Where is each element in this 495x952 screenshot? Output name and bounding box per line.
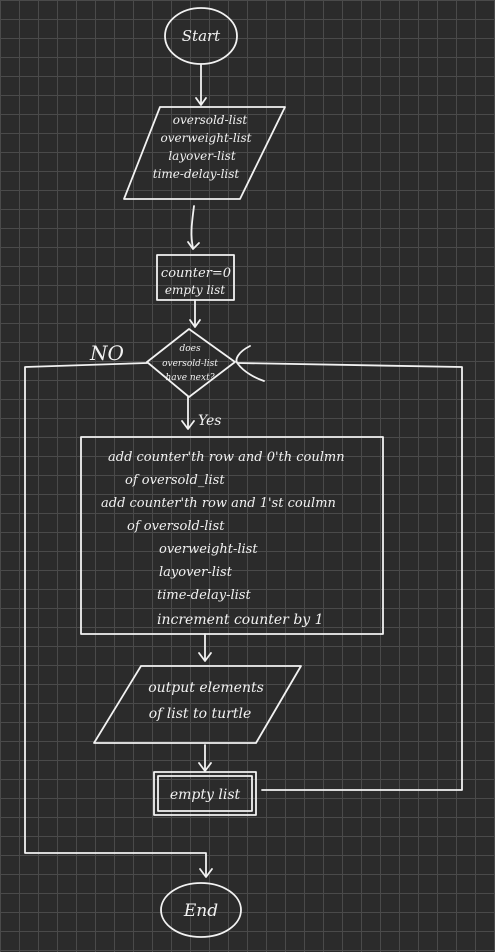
arrow-init-to-decision xyxy=(189,299,201,328)
start-label: Start xyxy=(182,27,221,45)
output-node: output elements of list to turtle xyxy=(93,665,302,744)
input-list-item: overweight-list xyxy=(161,131,252,145)
process-line: layover-list xyxy=(159,565,233,580)
process-line: of oversold_list xyxy=(125,473,225,488)
yes-label: Yes xyxy=(198,413,222,429)
decision-line: have next? xyxy=(165,373,214,383)
decision-line: does xyxy=(179,344,201,354)
start-node: Start xyxy=(164,7,238,65)
process-line: time-delay-list xyxy=(157,588,251,603)
process-line: add counter'th row and 1'st coulmn xyxy=(101,496,336,511)
process-line: add counter'th row and 0'th coulmn xyxy=(108,450,345,465)
decision-line: oversold-list xyxy=(162,359,218,369)
end-label: End xyxy=(183,901,218,921)
init-counter: counter=0 xyxy=(161,266,231,281)
process-line: increment counter by 1 xyxy=(157,612,324,628)
arrow-output-to-empty xyxy=(198,744,212,772)
process-node: add counter'th row and 0'th coulmn of ov… xyxy=(80,436,384,635)
init-empty-list: empty list xyxy=(165,283,225,297)
no-branch-connector xyxy=(24,362,213,878)
decision-node: does oversold-list have next? xyxy=(146,328,236,398)
input-list-item: oversold-list xyxy=(173,113,248,127)
no-label: NO xyxy=(89,341,124,365)
empty-list-node: empty list xyxy=(153,771,257,816)
input-lists-node: oversold-list overweight-list layover-li… xyxy=(123,106,286,200)
arrow-start-to-input xyxy=(195,63,207,106)
input-list-item: layover-list xyxy=(168,149,236,163)
output-line: of list to turtle xyxy=(149,706,252,722)
process-line: of oversold-list xyxy=(127,519,225,534)
output-line: output elements xyxy=(148,680,264,696)
empty-list-label: empty list xyxy=(170,787,241,803)
arrow-input-to-init xyxy=(187,205,200,250)
yes-branch-connector xyxy=(181,396,195,430)
init-node: counter=0 empty list xyxy=(156,254,235,301)
arrow-process-to-output xyxy=(198,633,212,662)
process-line: overweight-list xyxy=(159,542,258,557)
end-node: End xyxy=(160,882,242,938)
loop-back-connector xyxy=(235,345,463,791)
input-list-item: time-delay-list xyxy=(153,167,240,181)
